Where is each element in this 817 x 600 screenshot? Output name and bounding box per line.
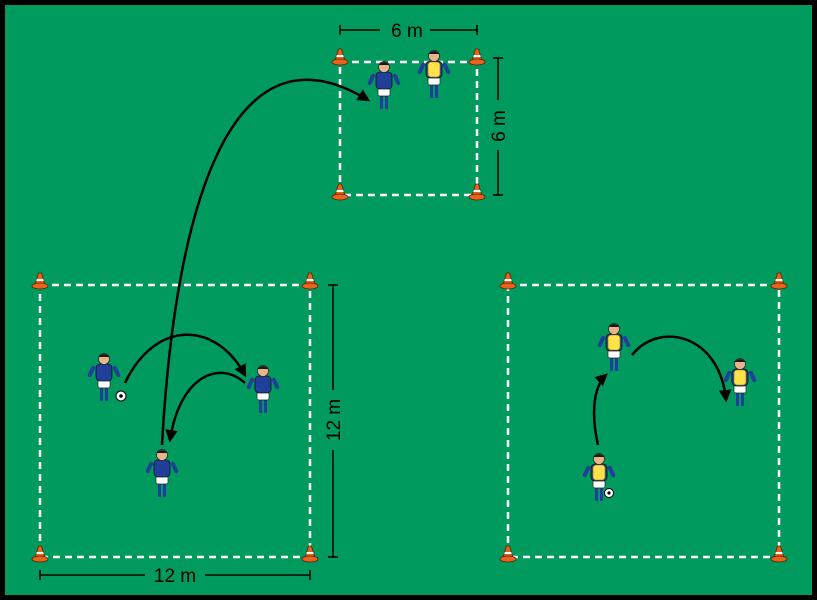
small-grid-top bbox=[331, 48, 486, 201]
dimension-left-width: 12 m bbox=[39, 566, 311, 587]
dimension-label: 12 m bbox=[154, 566, 196, 587]
pass-arrow bbox=[160, 78, 371, 446]
ball-icon bbox=[604, 488, 614, 498]
pass-arrow bbox=[631, 335, 732, 403]
dimension-left-height: 12 m bbox=[324, 284, 345, 558]
dimension-label: 12 m bbox=[324, 399, 345, 441]
dimension-top-width: 6 m bbox=[339, 21, 478, 42]
ball-icon bbox=[115, 390, 127, 402]
dimension-label: 6 m bbox=[489, 110, 510, 142]
pass-arrow bbox=[165, 371, 246, 443]
pass-arrow bbox=[592, 373, 608, 446]
dimension-top-height: 6 m bbox=[489, 57, 510, 196]
large-grid-left bbox=[31, 272, 319, 563]
dimension-label: 6 m bbox=[391, 21, 423, 42]
pass-arrows bbox=[123, 78, 732, 446]
large-grid-right bbox=[499, 272, 788, 563]
pass-arrow bbox=[123, 333, 247, 384]
